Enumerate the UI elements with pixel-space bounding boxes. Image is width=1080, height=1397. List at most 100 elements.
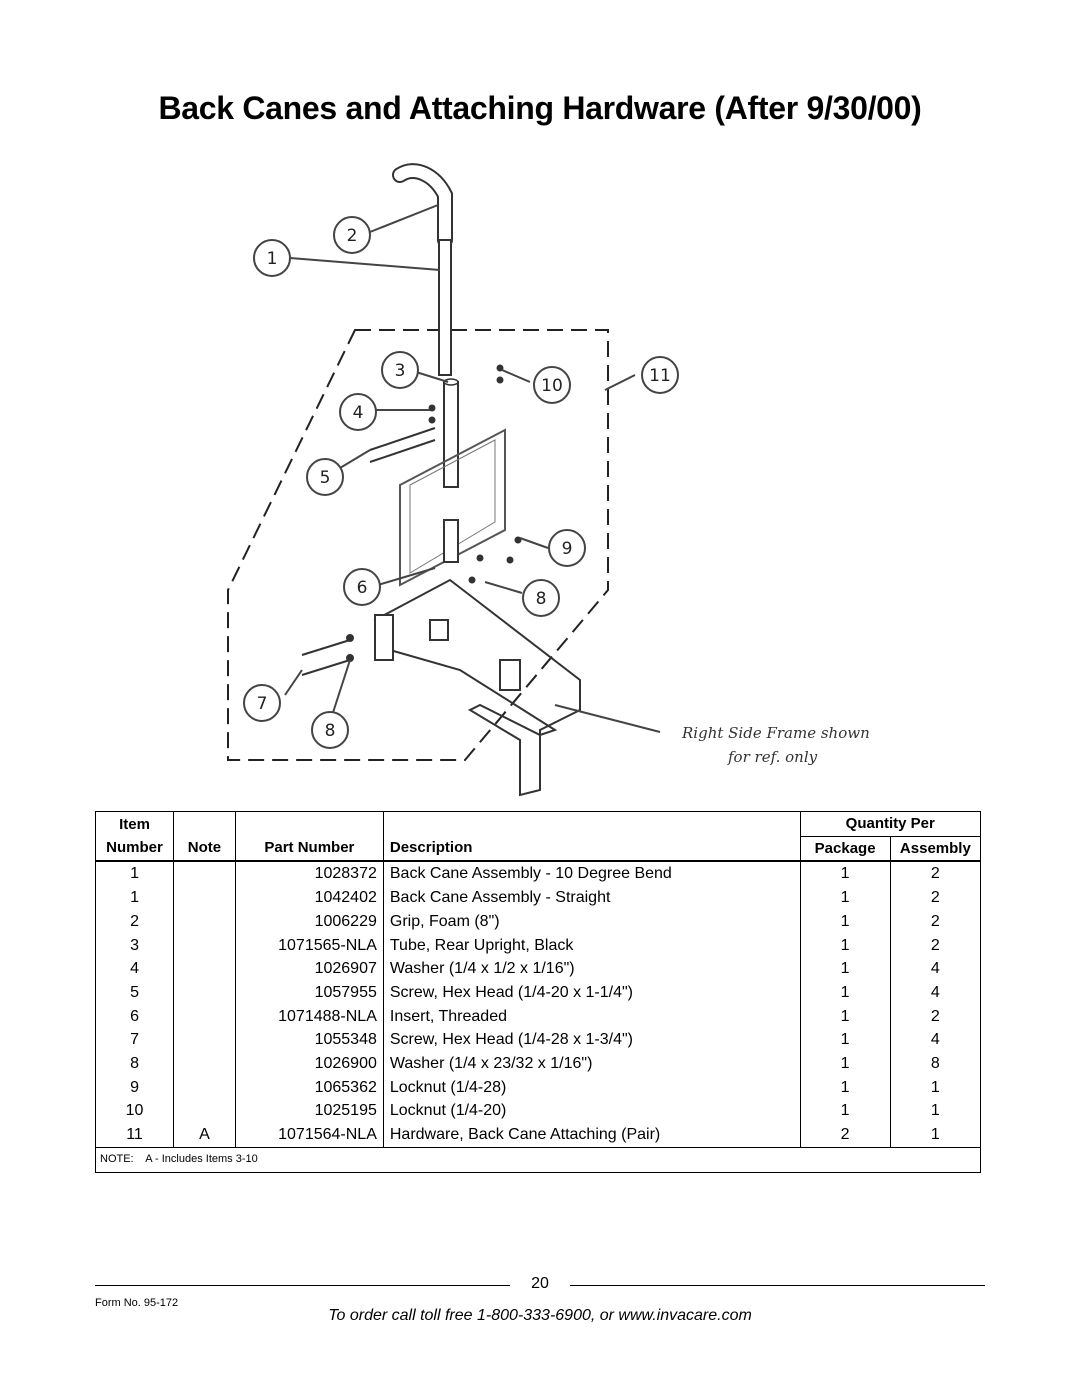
- callout-label: 4: [353, 403, 364, 423]
- side-frame: [373, 578, 581, 797]
- callout-label: 5: [320, 468, 331, 488]
- description: Screw, Hex Head (1/4-20 x 1-1/4"): [382, 980, 801, 1005]
- qty-assembly: 2: [889, 933, 981, 958]
- callout-label: 1: [267, 249, 278, 269]
- note-cell: [173, 957, 236, 981]
- qty-package: 1: [799, 1028, 891, 1053]
- part-number: 1026900: [234, 1052, 384, 1076]
- item-number: 1: [130, 889, 139, 907]
- page-number: 20: [531, 1275, 549, 1292]
- header-description: Description: [382, 836, 801, 862]
- callout-2: [333, 216, 371, 254]
- qty-assembly: 8: [889, 1052, 981, 1076]
- rear-upright-tube: [443, 381, 459, 488]
- note-cell: [173, 886, 236, 910]
- qty-package: 1: [799, 909, 891, 934]
- part-number: 1071565-NLA: [234, 933, 384, 958]
- qty-assembly: 2: [889, 861, 981, 887]
- qty-assembly: 2: [889, 1004, 981, 1029]
- note-cell: [173, 1099, 236, 1124]
- note-cell: [173, 933, 236, 958]
- part-number: 1065362: [234, 1075, 384, 1100]
- callout-5: [306, 458, 344, 496]
- part-number: 1055348: [234, 1028, 384, 1053]
- threaded-insert: [443, 519, 459, 563]
- qty-assembly: 4: [889, 980, 981, 1005]
- note-cell: A: [173, 1123, 236, 1148]
- description: Washer (1/4 x 23/32 x 1/16"): [382, 1052, 801, 1076]
- callout-7: [243, 684, 281, 722]
- qty-package: 1: [799, 1099, 891, 1124]
- frame-note-line1: Right Side Frame shown: [681, 724, 870, 742]
- item-number: 6: [130, 1007, 139, 1025]
- note-text: A - Includes Items 3-10: [145, 1152, 258, 1165]
- note-cell: [173, 1004, 236, 1029]
- callout-label: 8: [536, 589, 547, 609]
- frame-note-line2: for ref. only: [727, 748, 818, 766]
- callout-label: 6: [357, 578, 368, 598]
- note-label: NOTE:: [100, 1152, 134, 1165]
- item-number: 10: [125, 1102, 144, 1120]
- callout-8-lower: [311, 711, 349, 749]
- description: Back Cane Assembly - Straight: [382, 886, 801, 910]
- item-number: 7: [130, 1031, 139, 1049]
- note-cell: [173, 1075, 236, 1100]
- part-number: 1026907: [234, 957, 384, 981]
- qty-package: 1: [799, 1004, 891, 1029]
- kit-boundary: [227, 329, 609, 761]
- qty-assembly: 1: [889, 1075, 981, 1100]
- callout-label: 11: [649, 366, 671, 386]
- item-number: 3: [130, 936, 139, 954]
- qty-package: 1: [799, 1075, 891, 1100]
- qty-assembly: 1: [889, 1123, 981, 1148]
- qty-assembly: 4: [889, 957, 981, 981]
- callout-10: [533, 366, 571, 404]
- item-number: 1: [130, 865, 139, 883]
- callout-label: 2: [347, 226, 358, 246]
- note-cell: [173, 980, 236, 1005]
- description: Locknut (1/4-28): [382, 1075, 801, 1100]
- description: Back Cane Assembly - 10 Degree Bend: [382, 861, 801, 887]
- exploded-parts-diagram: 1 2 3 4 5 6 7 8 9 10 11 8 Right Side Fra…: [227, 163, 870, 797]
- qty-package: 1: [799, 886, 891, 910]
- description: Hardware, Back Cane Attaching (Pair): [382, 1123, 801, 1148]
- item-number: 4: [130, 960, 139, 978]
- qty-assembly: 2: [889, 886, 981, 910]
- header-assembly: Assembly: [889, 836, 981, 862]
- qty-package: 1: [799, 1052, 891, 1076]
- footer-rule-left: [95, 1285, 510, 1286]
- part-number: 1028372: [234, 861, 384, 887]
- note-cell: [173, 1052, 236, 1076]
- header-quantity-per: Quantity Per: [799, 811, 981, 837]
- note-cell: [173, 1028, 236, 1053]
- description: Locknut (1/4-20): [382, 1099, 801, 1124]
- qty-package: 1: [799, 861, 891, 887]
- part-number: 1025195: [234, 1099, 384, 1124]
- item-number: 8: [130, 1055, 139, 1073]
- callout-label: 9: [562, 539, 573, 559]
- frame-plate: [399, 428, 506, 587]
- callout-6: [343, 568, 381, 606]
- part-number: 1071488-NLA: [234, 1004, 384, 1029]
- description: Washer (1/4 x 1/2 x 1/16"): [382, 957, 801, 981]
- callout-11: [641, 356, 679, 394]
- description: Screw, Hex Head (1/4-28 x 1-3/4"): [382, 1028, 801, 1053]
- callout-label: 3: [395, 361, 406, 381]
- callout-1: [253, 239, 291, 277]
- callout-label: 10: [541, 376, 563, 396]
- callout-label: 7: [257, 694, 268, 714]
- qty-package: 1: [799, 957, 891, 981]
- back-cane-tube: [438, 239, 452, 376]
- callout-8-upper: [522, 579, 560, 617]
- note-cell: [173, 909, 236, 934]
- item-number: 11: [126, 1126, 143, 1144]
- qty-package: 1: [799, 933, 891, 958]
